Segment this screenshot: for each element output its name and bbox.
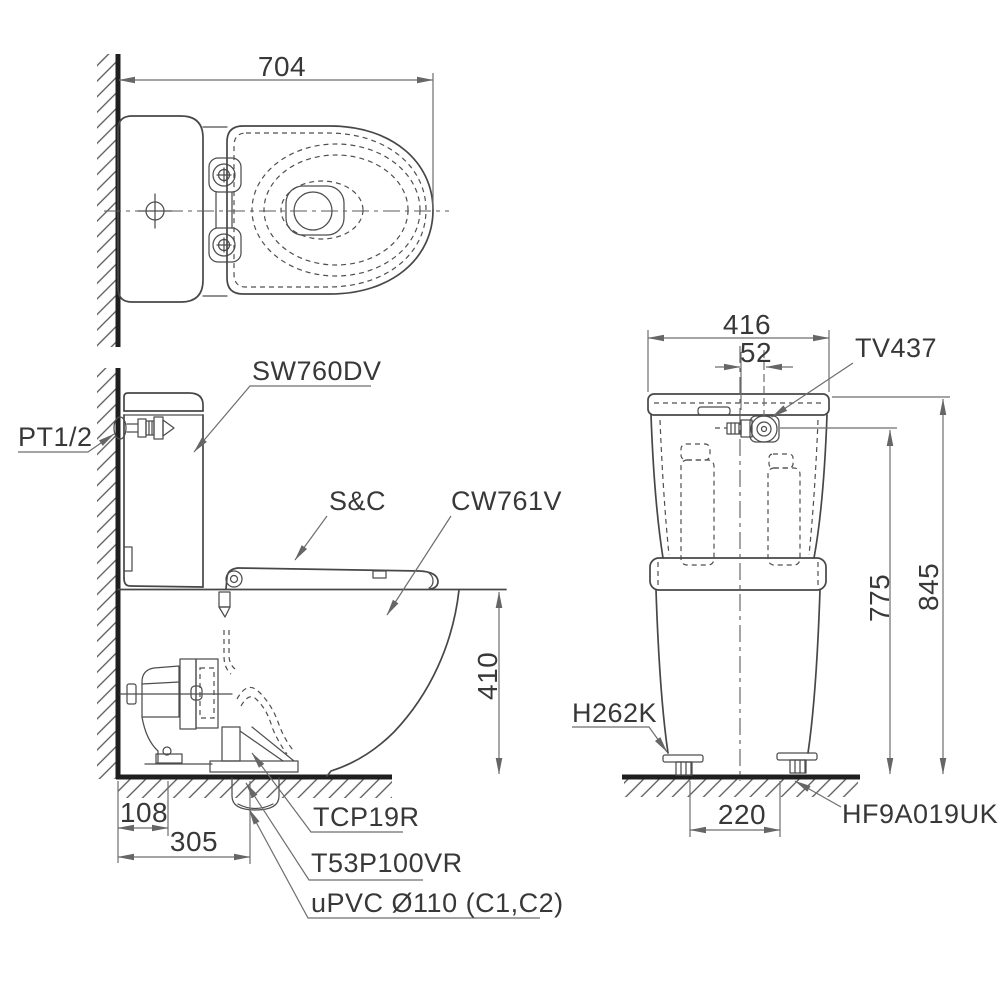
lid-outline [226,125,434,295]
dim-305: 305 [117,781,251,864]
label-pt12: PT1/2 [18,422,115,453]
tank-base-band [649,557,827,591]
cistern-top [117,115,204,303]
label-tcp19r: TCP19R [251,752,420,833]
dim-52: 52 [715,337,793,417]
seat-lid-top [226,125,434,295]
label-tv437: TV437 [771,333,937,418]
dim-410: 410 [472,591,503,775]
seat-profile [237,567,439,590]
outlet-part-label: T53P100VR [311,848,463,878]
seat-ring-outer [251,143,421,277]
supply-part-label: PT1/2 [18,422,93,452]
dim-305-label: 305 [170,826,218,857]
bowl-profile [326,589,460,777]
outlet-flange [209,760,299,773]
dim-416: 416 [647,309,830,392]
tank-lid-front [647,393,830,416]
seat-ring-inner [263,154,409,266]
label-t53p100vr: T53P100VR [245,782,463,881]
inlet-valve-front [715,415,780,443]
tank-part-label: SW760DV [252,356,382,386]
label-sw760dv: SW760DV [193,356,382,453]
inlet-valve [750,415,778,443]
fixing-kit-part-label: HF9A019UK [842,799,998,829]
supply-valve-side [113,416,175,440]
top-view: 704 [97,51,449,347]
label-sc: S&C [294,486,386,561]
dim-775-label: 775 [864,574,895,622]
label-h262k: H262K [572,698,668,753]
wall-side-view [97,368,121,779]
bolt-cap-left [662,754,704,763]
bowl-front [655,589,821,754]
flush-valve-hidden [680,459,715,566]
valve-body [141,665,180,718]
bowl-opening [280,180,364,240]
connector-part-label: TCP19R [313,802,420,832]
hinge-bolt [212,163,236,187]
lid-button [697,406,731,416]
bolt-cap-part-label: H262K [572,698,657,728]
floor-front-view [622,774,860,797]
wall-top-view [97,54,121,347]
bowl-side [117,588,507,777]
dim-220: 220 [689,781,781,837]
seat-part-label: S&C [329,486,386,516]
dim-108-label: 108 [120,797,168,828]
tank-lid-side [123,392,204,412]
dim-845: 845 [832,396,950,775]
nozzle [218,591,231,608]
label-upvc: uPVC Ø110 (C1,C2) [248,808,564,919]
seat-hinge [225,570,243,588]
front-view: 416 52 TV437 775 845 H262K [572,309,998,837]
drain-pipe-label: uPVC Ø110 (C1,C2) [311,888,564,918]
hinges-top [208,157,242,263]
cistern-top-outline [117,115,204,303]
dim-845-label: 845 [913,563,944,611]
hinge-bolt [212,233,236,257]
bolt-caps-front [662,752,818,776]
dim-52-label: 52 [740,337,772,368]
dim-775: 775 [780,427,897,775]
bowl-part-label: CW761V [451,486,562,516]
trapway [236,686,294,751]
dim-410-label: 410 [472,652,503,700]
fill-valve-hidden [767,467,801,566]
dim-416-label: 416 [723,309,771,340]
dim-108: 108 [117,781,169,863]
dim-704-label: 704 [258,51,306,82]
flush-mechanism-side [119,630,299,773]
centerline-top [104,193,449,229]
side-view: 410 108 305 SW760DV PT1/2 S&C CW761V [18,356,564,919]
seat-side [218,567,439,618]
bolt-cap-right [776,752,818,761]
dim-704: 704 [118,51,434,209]
valve-part-label: TV437 [855,333,937,363]
label-hf9a019uk: HF9A019UK [794,780,998,829]
dim-220-label: 220 [718,799,766,830]
bowl-connectors-top [202,126,228,297]
label-cw761v: CW761V [386,486,562,616]
cistern-front [647,393,830,591]
wall-flange [113,416,127,440]
